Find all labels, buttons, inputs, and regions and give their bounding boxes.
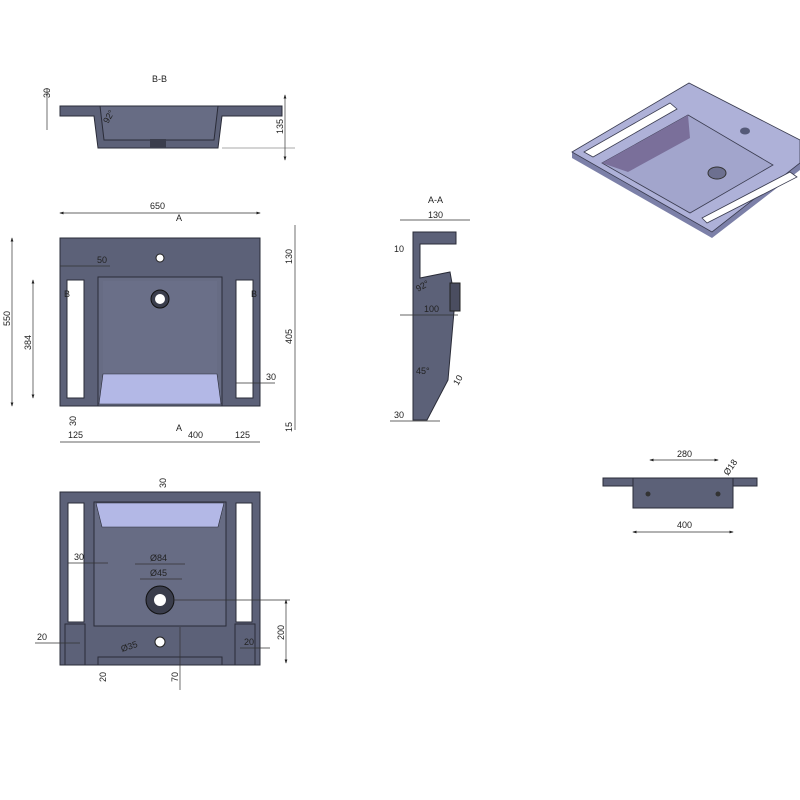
- dim-slot-offset: 50: [97, 255, 107, 265]
- iso-faucet-hole: [740, 127, 750, 135]
- section-b-left: B: [64, 289, 70, 299]
- iso-basin-wall: [602, 115, 690, 172]
- mount-hole-left: [645, 491, 651, 497]
- dim-top: 130: [428, 210, 443, 220]
- dim-slot-width: 30: [266, 372, 276, 382]
- basin-back-slope: [95, 502, 225, 528]
- dim-slot-length: 384: [23, 335, 33, 350]
- section-a-bottom: A: [176, 423, 182, 433]
- dim-right: 125: [235, 430, 250, 440]
- slot-left: [67, 502, 85, 623]
- dim-depth: 100: [424, 304, 439, 314]
- slot-left: [66, 279, 85, 399]
- slot-right: [235, 279, 254, 399]
- dim-depth: 135: [275, 119, 285, 134]
- support-right: [234, 623, 256, 666]
- dim-left: 125: [68, 430, 83, 440]
- section-b-right: B: [251, 289, 257, 299]
- section-aa-profile: [412, 231, 457, 421]
- dim-slot-front: 30: [68, 416, 78, 426]
- isometric-view: [571, 82, 800, 238]
- dim-d84: Ø84: [150, 553, 167, 563]
- dim-side: 30: [74, 552, 84, 562]
- section-bb-title: B-B: [152, 74, 167, 84]
- front-view: 280 Ø18 400: [602, 449, 758, 534]
- dim-bottom20: 20: [98, 672, 108, 682]
- drain-section: [150, 139, 166, 148]
- section-bb-basin: [99, 105, 219, 141]
- dim-depth: 550: [2, 311, 12, 326]
- dim-basin: 405: [284, 329, 294, 344]
- dim-d45: Ø45: [150, 568, 167, 578]
- iso-drain: [707, 166, 727, 180]
- dim-wall: 10: [394, 244, 404, 254]
- iso-slot-right: [701, 171, 798, 224]
- dim-angle: 45°: [416, 366, 430, 376]
- dim-width: 650: [150, 201, 165, 211]
- dim-200: 200: [276, 625, 286, 640]
- drain-section: [449, 282, 461, 312]
- mount-hole-right: [715, 491, 721, 497]
- dim-bottom: 30: [394, 410, 404, 420]
- bottom-view: 30 30 Ø84 Ø45 200 20 Ø35 20 20 70: [35, 478, 290, 690]
- faucet-hole: [154, 636, 166, 648]
- dim-400: 400: [677, 520, 692, 530]
- support-left: [64, 623, 86, 666]
- dim-left20: 20: [37, 632, 47, 642]
- basin-front-slope: [98, 373, 222, 405]
- drain-hole: [154, 594, 166, 606]
- dim-thickness: 30: [42, 88, 52, 98]
- dim-top: 30: [158, 478, 168, 488]
- iso-slot-left: [583, 102, 678, 158]
- drain-hole: [155, 294, 165, 304]
- dim-front: 15: [284, 422, 294, 432]
- section-a-top: A: [176, 213, 182, 223]
- dim-basin-width: 400: [188, 430, 203, 440]
- slot-right: [235, 502, 253, 623]
- section-aa-view: A-A 130 10 92° 100 45° 10 30: [390, 195, 470, 422]
- front-lip: [97, 656, 223, 666]
- plan-view: 650 A A B B 550 384 130 405 15 125 400 1…: [2, 201, 296, 443]
- dim-right20: 20: [244, 637, 254, 647]
- dim-back: 130: [284, 249, 294, 264]
- section-aa-title: A-A: [428, 195, 443, 205]
- dim-70: 70: [170, 672, 180, 682]
- dim-280: 280: [677, 449, 692, 459]
- dim-thickness: 10: [451, 373, 465, 387]
- faucet-hole: [155, 253, 165, 263]
- dim-d18: Ø18: [721, 457, 739, 477]
- section-bb-view: B-B 30 92° 135: [42, 74, 295, 161]
